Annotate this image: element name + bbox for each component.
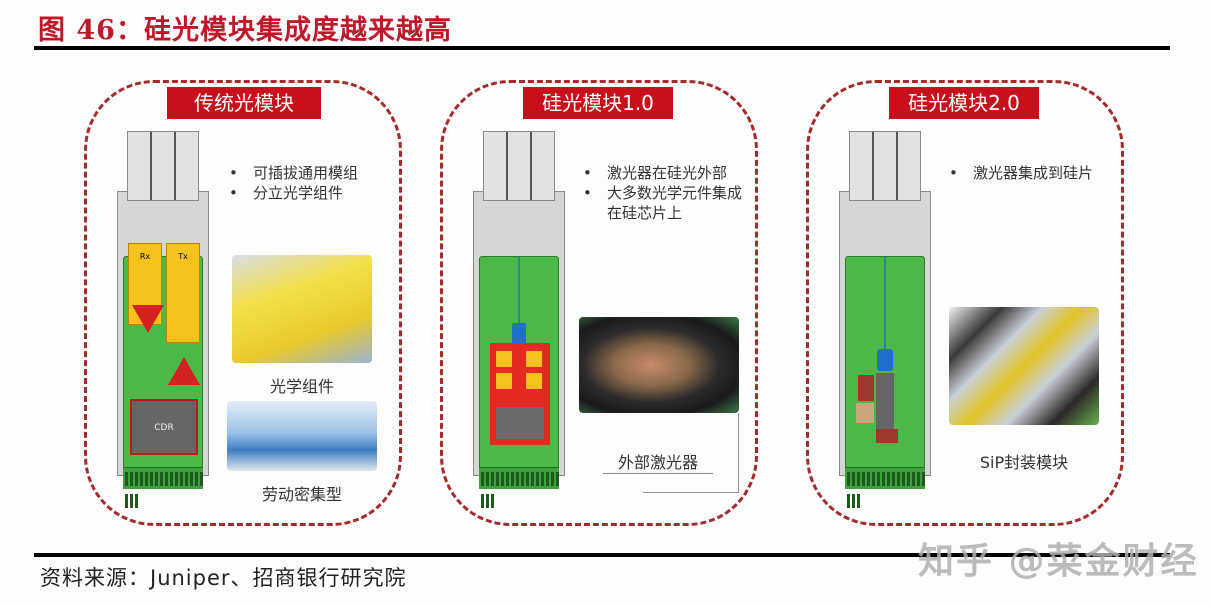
bullet-list: 可插拔通用模组 分立光学组件: [223, 163, 358, 203]
warning-triangle: [168, 357, 200, 385]
callout-line: [643, 413, 739, 493]
fiber-line: [884, 257, 886, 351]
panel-silicon-photonics-2: 硅光模块2.0 激光器集成到硅片 SiP封装模块: [806, 80, 1124, 526]
bullet-item: 激光器在硅光外部: [577, 163, 747, 183]
module-illustration: [839, 131, 931, 508]
silicon-photonics-chip: [490, 343, 550, 445]
footer-divider: [34, 553, 1170, 557]
factory-workers-photo: [227, 401, 377, 471]
source-note: 资料来源：Juniper、招商银行研究院: [40, 566, 407, 590]
tx-chip: Tx: [166, 243, 200, 343]
optical-component-photo: [232, 255, 372, 363]
panel-label: 硅光模块1.0: [523, 87, 673, 119]
external-laser-photo: [579, 317, 739, 413]
fiber-line: [518, 257, 520, 327]
bullet-item: 大多数光学元件集成在硅芯片上: [577, 183, 747, 223]
photo-caption: 光学组件: [269, 377, 334, 396]
bullet-item: 激光器集成到硅片: [943, 163, 1113, 183]
panel-silicon-photonics-1: 硅光模块1.0 激光器在硅光外部 大多数光学元件集成在硅芯片上 外部激光器: [440, 80, 758, 526]
photo-caption: 劳动密集型: [261, 485, 342, 504]
figure-title: 图 46：硅光模块集成度越来越高: [38, 15, 452, 46]
photo-caption: 外部激光器: [603, 449, 713, 474]
panel-traditional-module: 传统光模块 Rx Tx CDR 可插拔通用模组 分立光学组件 光学组件 劳动密集…: [84, 80, 402, 526]
watermark: 知乎 @菜金财经: [918, 541, 1199, 582]
panel-label: 硅光模块2.0: [889, 87, 1039, 119]
photo-caption: SiP封装模块: [979, 453, 1069, 472]
warning-triangle: [132, 305, 164, 333]
bullet-item: 分立光学组件: [223, 183, 358, 203]
bullet-list: 激光器在硅光外部 大多数光学元件集成在硅芯片上: [577, 163, 747, 223]
bullet-list: 激光器集成到硅片: [943, 163, 1113, 183]
fiber-connector: [877, 349, 893, 371]
title-divider: [34, 46, 1170, 50]
module-illustration: [473, 131, 565, 508]
sip-package-photo: [949, 307, 1099, 425]
bullet-item: 可插拔通用模组: [223, 163, 358, 183]
panel-label: 传统光模块: [167, 87, 321, 119]
fiber-connector: [512, 323, 526, 345]
cdr-chip: CDR: [130, 399, 198, 455]
module-illustration: Rx Tx CDR: [117, 131, 209, 508]
